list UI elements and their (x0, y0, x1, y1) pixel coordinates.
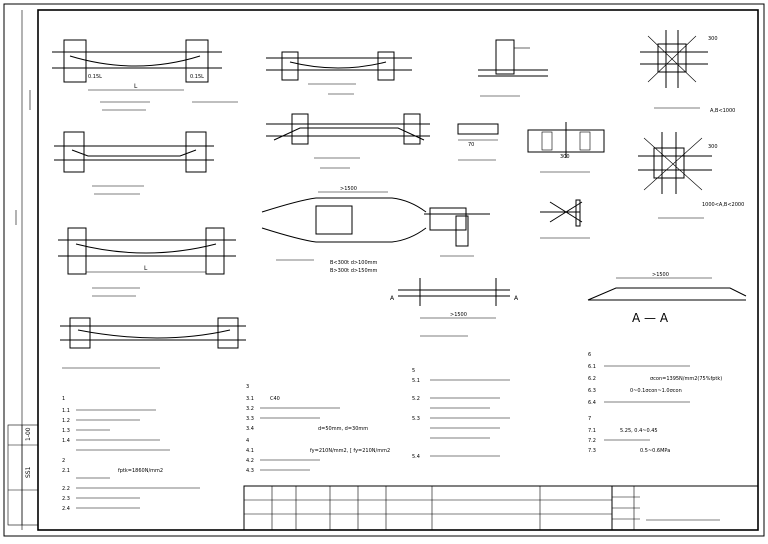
svg-text:fptk=1860N/mm2: fptk=1860N/mm2 (118, 468, 163, 474)
svg-text:5.2: 5.2 (412, 396, 420, 402)
svg-text:6.3: 6.3 (588, 388, 596, 394)
span-label-L: L (134, 83, 138, 90)
tendon-fan-detail (540, 199, 590, 239)
title-block (243, 485, 759, 531)
svg-text:4: 4 (246, 438, 249, 444)
svg-text:2.1: 2.1 (62, 468, 70, 474)
svg-text:3.1: 3.1 (246, 396, 254, 402)
svg-text:1.2: 1.2 (62, 418, 70, 424)
joint-reinforcement-2: 300 1000<A,B<2000 (638, 132, 744, 219)
svg-text:70: 70 (468, 142, 474, 148)
svg-text:A: A (514, 295, 519, 302)
svg-text:7: 7 (588, 416, 591, 422)
svg-text:5.1: 5.1 (412, 378, 420, 384)
svg-text:7.1: 7.1 (588, 428, 596, 434)
joint-section-detail: 300 (527, 122, 605, 173)
svg-text:σcon=1395N/mm2(75%fptk): σcon=1395N/mm2(75%fptk) (650, 376, 722, 382)
svg-text:0.15L: 0.15L (190, 74, 204, 80)
svg-text:fy=210N/mm2, [ fy=210N/mm2: fy=210N/mm2, [ fy=210N/mm2 (310, 448, 390, 454)
svg-text:1.4: 1.4 (62, 438, 70, 444)
beam-elevation-4 (60, 317, 246, 369)
svg-text:6.1: 6.1 (588, 364, 596, 370)
svg-text:5.3: 5.3 (412, 416, 420, 422)
svg-text:B>300t d>150mm: B>300t d>150mm (330, 268, 377, 274)
svg-text:5: 5 (412, 368, 415, 374)
svg-text:300: 300 (708, 144, 718, 150)
beam-elevation-1: L 0.15L 0.15L (52, 39, 238, 111)
svg-text:6: 6 (588, 352, 591, 358)
svg-text:2: 2 (62, 458, 65, 464)
drawing-code: SS1 (25, 466, 32, 478)
svg-text:>1500: >1500 (450, 312, 467, 318)
svg-text:300: 300 (560, 154, 570, 160)
end-plate-detail (424, 207, 490, 257)
svg-text:2.4: 2.4 (62, 506, 70, 512)
svg-text:L: L (144, 265, 148, 272)
beam-elevation-2 (54, 131, 214, 195)
notes-col3: 5 5.1 5.2 5.3 5.4 (412, 368, 510, 460)
svg-text:0.5~0.6MPa: 0.5~0.6MPa (640, 448, 670, 454)
svg-text:0.15L: 0.15L (88, 74, 102, 80)
svg-text:>1500: >1500 (340, 186, 357, 192)
svg-text:6.4: 6.4 (588, 400, 596, 406)
svg-text:>1500: >1500 (652, 272, 669, 278)
svg-text:3: 3 (246, 384, 249, 390)
notes-col1: 1 1.1 1.2 1.3 1.4 2 2.1 fptk=1860N/mm2 2… (62, 396, 200, 512)
svg-text:5.25, 0.4~0.45: 5.25, 0.4~0.45 (620, 428, 658, 434)
svg-text:C40: C40 (270, 396, 280, 402)
svg-text:6.2: 6.2 (588, 376, 596, 382)
svg-text:4.1: 4.1 (246, 448, 254, 454)
tendon-curve-detail: >1500 B<300t d>100mm B>300t d>150mm (261, 186, 427, 274)
svg-text:1: 1 (62, 396, 65, 402)
svg-text:4.3: 4.3 (246, 468, 254, 474)
beam-elevation-3: L (58, 227, 236, 297)
anchorage-detail (478, 39, 548, 97)
drawing-number: 1-00 (25, 427, 32, 441)
svg-text:3.4: 3.4 (246, 426, 254, 432)
outer-border (3, 3, 765, 537)
left-title-strip (7, 424, 39, 526)
svg-text:B<300t d>100mm: B<300t d>100mm (330, 260, 377, 266)
section-a-a-label: A — A (632, 311, 669, 325)
section-a-a: >1500 A — A (587, 272, 747, 325)
svg-text:300: 300 (708, 36, 718, 42)
svg-text:d=50mm, d=30mm: d=50mm, d=30mm (318, 426, 368, 432)
svg-text:0~0.1σcon~1.0σcon: 0~0.1σcon~1.0σcon (630, 388, 682, 394)
duct-section-detail: 70 (457, 123, 499, 161)
svg-text:2.2: 2.2 (62, 486, 70, 492)
svg-text:7.3: 7.3 (588, 448, 596, 454)
notes-col2: 3 3.1 C40 3.2 3.3 3.4 d=50mm, d=30mm 4 4… (246, 384, 390, 474)
section-a-plan: A A >1500 (390, 278, 519, 337)
svg-text:1.1: 1.1 (62, 408, 70, 414)
svg-text:5.4: 5.4 (412, 454, 420, 460)
joint-reinforcement-1: 300 A,B<1000 (640, 30, 735, 114)
svg-text:A,B<1000: A,B<1000 (710, 108, 735, 114)
svg-text:1.3: 1.3 (62, 428, 70, 434)
svg-text:2.3: 2.3 (62, 496, 70, 502)
svg-text:7.2: 7.2 (588, 438, 596, 444)
svg-text:1000<A,B<2000: 1000<A,B<2000 (702, 202, 744, 208)
svg-text:3.2: 3.2 (246, 406, 254, 412)
notes-col4: 6 6.1 6.2 σcon=1395N/mm2(75%fptk) 6.3 0~… (588, 352, 722, 454)
beam-detail-b (266, 113, 430, 169)
svg-text:4.2: 4.2 (246, 458, 254, 464)
beam-detail-a (266, 51, 412, 95)
svg-text:3.3: 3.3 (246, 416, 254, 422)
svg-text:A: A (390, 295, 395, 302)
